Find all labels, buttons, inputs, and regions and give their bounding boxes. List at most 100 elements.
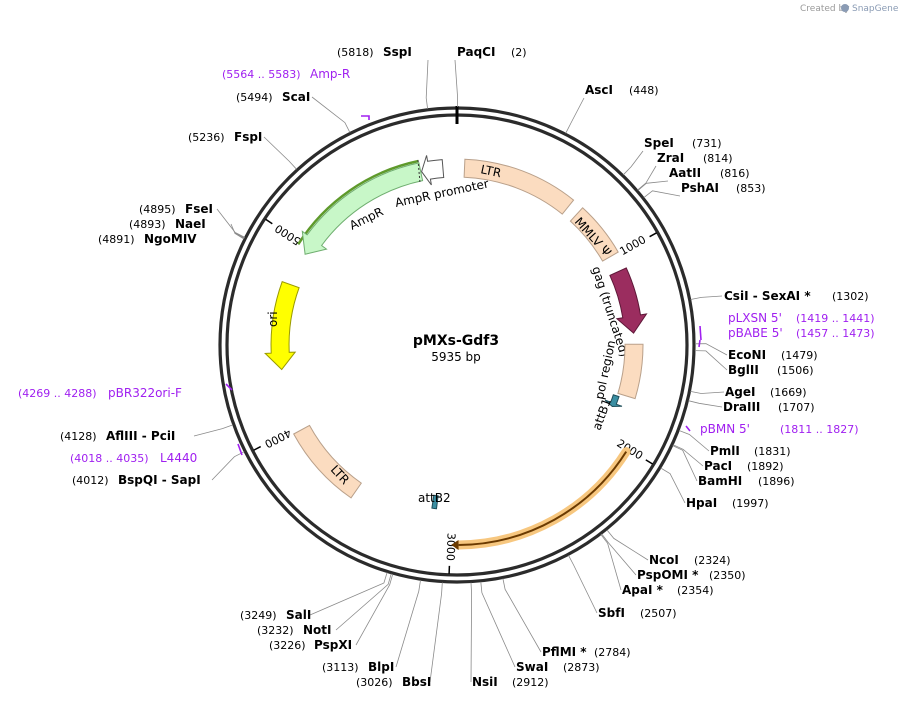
primer-pbr322ori-f[interactable]: (4269 .. 4288) pBR322ori-F — [18, 386, 182, 400]
enzyme-econi[interactable]: EcoNI (1479) — [728, 348, 818, 362]
leader-bamhi — [672, 445, 698, 482]
svg-text:(3249): (3249) — [240, 609, 277, 622]
svg-text:(853): (853) — [736, 182, 766, 195]
svg-text:(1707): (1707) — [778, 401, 815, 414]
enzyme-pflmi[interactable]: PflMI * (2784) — [542, 645, 631, 659]
primer-mark-amp-r — [361, 115, 370, 120]
svg-text:(1997): (1997) — [732, 497, 769, 510]
enzyme-aatii[interactable]: AatII (816) — [669, 166, 750, 180]
feature-mmlv-psi[interactable]: MMLV Ψ — [569, 207, 619, 262]
primer-labels: (5564 .. 5583) Amp-R pLXSN 5' (1419 .. 1… — [18, 67, 875, 465]
enzyme-csii-sexai[interactable]: CsiI - SexAI * (1302) — [724, 289, 869, 303]
feature-ltr-5[interactable]: LTR — [463, 158, 575, 215]
enzyme-scai[interactable]: (5494) ScaI — [236, 90, 310, 104]
svg-text:PspOMI *: PspOMI * — [637, 568, 699, 582]
svg-text:(3226): (3226) — [269, 639, 306, 652]
tick-label-4000: 4000 — [262, 426, 293, 450]
enzyme-ncoi[interactable]: NcoI (2324) — [649, 553, 731, 567]
enzyme-apai[interactable]: ApaI * (2354) — [622, 583, 714, 597]
enzyme-fsei[interactable]: (4895) FseI — [139, 202, 213, 216]
svg-text:FspI: FspI — [234, 130, 262, 144]
leader-noti — [335, 573, 392, 631]
enzyme-ngomiv[interactable]: (4891) NgoMIV — [98, 232, 197, 246]
enzyme-agei[interactable]: AgeI (1669) — [725, 385, 807, 399]
enzyme-draiii[interactable]: DraIII (1707) — [723, 400, 815, 414]
svg-text:Amp-R: Amp-R — [310, 67, 350, 81]
primer-l4440[interactable]: (4018 .. 4035) L4440 — [70, 451, 197, 465]
svg-text:AscI: AscI — [585, 83, 613, 97]
enzyme-pshai[interactable]: PshAI (853) — [681, 181, 766, 195]
svg-text:(2912): (2912) — [512, 676, 549, 689]
enzyme-zrai[interactable]: ZraI (814) — [657, 151, 733, 165]
svg-text:FseI: FseI — [185, 202, 213, 216]
leader-scai — [311, 96, 351, 133]
svg-text:DraIII: DraIII — [723, 400, 760, 414]
leader-fsei — [216, 208, 245, 238]
enzyme-hpai[interactable]: HpaI (1997) — [686, 496, 769, 510]
primer-amp-r[interactable]: (5564 .. 5583) Amp-R — [222, 67, 350, 81]
enzyme-sspi[interactable]: (5818) SspI — [337, 45, 412, 59]
enzyme-pmli[interactable]: PmlI (1831) — [710, 444, 791, 458]
svg-text:(4128): (4128) — [60, 430, 97, 443]
feature-attb1-label: attB1 — [590, 397, 614, 432]
enzyme-bamhi[interactable]: BamHI (1896) — [698, 474, 795, 488]
svg-text:pBMN 5': pBMN 5' — [700, 422, 750, 436]
leader-pspxi — [355, 573, 394, 646]
svg-text:NotI: NotI — [303, 623, 332, 637]
enzyme-bbsi[interactable]: (3026) BbsI — [356, 675, 431, 689]
enzyme-paci[interactable]: PacI (1892) — [704, 459, 784, 473]
svg-text:BlpI: BlpI — [368, 660, 394, 674]
svg-text:BspQI - SapI: BspQI - SapI — [118, 473, 201, 487]
svg-text:(2324): (2324) — [694, 554, 731, 567]
svg-text:EcoNI: EcoNI — [728, 348, 766, 362]
svg-text:SpeI: SpeI — [644, 136, 674, 150]
leader-ncoi — [606, 529, 649, 561]
leader-pmli — [678, 430, 710, 452]
selected-region[interactable] — [451, 447, 631, 550]
primer-plxsn-5[interactable]: pLXSN 5' (1419 .. 1441) — [728, 311, 875, 325]
svg-text:NsiI: NsiI — [472, 675, 498, 689]
svg-text:(3232): (3232) — [257, 624, 294, 637]
leader-swai — [480, 581, 516, 668]
leader-sbfi — [568, 555, 598, 614]
enzyme-naei[interactable]: (4893) NaeI — [129, 217, 206, 231]
leader-csii — [690, 295, 723, 300]
primer-pbmn-5[interactable]: pBMN 5' (1811 .. 1827) — [700, 422, 859, 436]
ampr-selection[interactable] — [297, 159, 419, 245]
enzyme-blpi[interactable]: (3113) BlpI — [322, 660, 394, 674]
enzyme-nsii[interactable]: NsiI (2912) — [472, 675, 549, 689]
snapgene-logo-icon — [841, 4, 849, 12]
enzyme-bglii[interactable]: BglII (1506) — [728, 363, 814, 377]
tick-label-3000: 3000 — [444, 533, 458, 561]
svg-text:HpaI: HpaI — [686, 496, 717, 510]
enzyme-paqci[interactable]: PaqCI (2) — [457, 45, 527, 59]
feature-attb2[interactable]: attB2 — [418, 491, 451, 510]
svg-text:(3026): (3026) — [356, 676, 393, 689]
leader-apai — [600, 534, 622, 591]
credit-brand: SnapGene — [852, 4, 899, 14]
tick-2000 — [645, 459, 653, 465]
enzyme-afliii-pcii[interactable]: (4128) AflIII - PciI — [60, 429, 175, 443]
leader-nsii — [470, 582, 473, 683]
enzyme-swai[interactable]: SwaI (2873) — [516, 660, 600, 674]
primer-pbabe-5[interactable]: pBABE 5' (1457 .. 1473) — [728, 326, 875, 340]
feature-ltr-3[interactable]: LTR — [293, 424, 362, 499]
svg-text:PaqCI: PaqCI — [457, 45, 495, 59]
enzyme-noti[interactable]: (3232) NotI — [257, 623, 332, 637]
enzyme-bspqi-sapi[interactable]: (4012) BspQI - SapI — [72, 473, 201, 487]
svg-text:(5818): (5818) — [337, 46, 374, 59]
feature-attb1[interactable]: attB1 — [590, 394, 623, 432]
enzyme-spei[interactable]: SpeI (731) — [644, 136, 722, 150]
primer-mark-pbabe — [698, 339, 701, 348]
enzyme-pspxi[interactable]: (3226) PspXI — [269, 638, 352, 652]
leader-pshai — [643, 190, 681, 198]
svg-text:PspXI: PspXI — [314, 638, 352, 652]
enzyme-pspomi[interactable]: PspOMI * (2350) — [637, 568, 746, 582]
enzyme-sbfi[interactable]: SbfI (2507) — [598, 606, 677, 620]
enzyme-fspi[interactable]: (5236) FspI — [188, 130, 262, 144]
enzyme-asci[interactable]: AscI (448) — [585, 83, 659, 97]
leader-zrai — [637, 165, 657, 191]
feature-pol-label: pol region — [592, 339, 618, 401]
enzyme-sali[interactable]: (3249) SalI — [240, 608, 311, 622]
feature-ori[interactable]: ori — [264, 280, 300, 371]
